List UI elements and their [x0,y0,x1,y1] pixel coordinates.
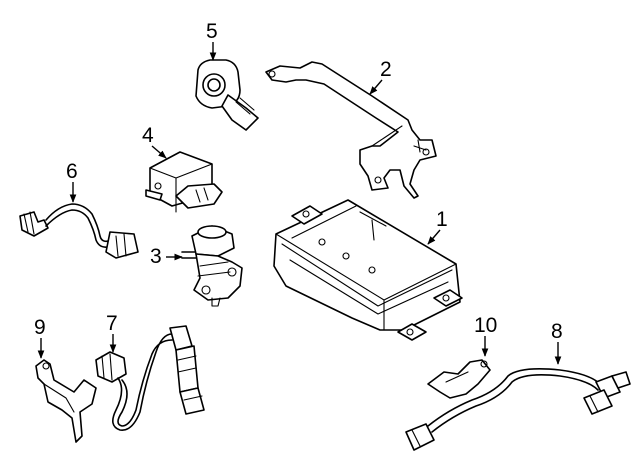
callout-3: 3 [150,245,162,268]
leader-2 [369,79,383,95]
callout-5: 5 [206,20,218,43]
callout-1: 1 [436,208,448,231]
callout-6: 6 [66,160,78,183]
sensor-bracket-right-part [427,359,491,399]
callout-2: 2 [380,58,392,81]
callout-9: 9 [34,316,46,339]
bracket-part [265,61,437,199]
callout-4: 4 [142,124,154,147]
canister-part [273,199,463,341]
sensor-bracket-left-part [35,359,97,443]
pressure-sensor-part [145,151,223,213]
knock-sensor-part [195,59,259,131]
callout-7: 7 [106,312,118,335]
leader-4 [151,145,167,159]
purge-valve-part [181,225,243,307]
oxygen-sensor-upper-left-part [19,203,139,259]
oxygen-sensor-right-part [405,368,631,451]
callout-10: 10 [474,314,497,337]
callout-8: 8 [551,320,563,343]
leader-1 [427,229,441,245]
oxygen-sensor-lower-left-part [95,325,205,431]
